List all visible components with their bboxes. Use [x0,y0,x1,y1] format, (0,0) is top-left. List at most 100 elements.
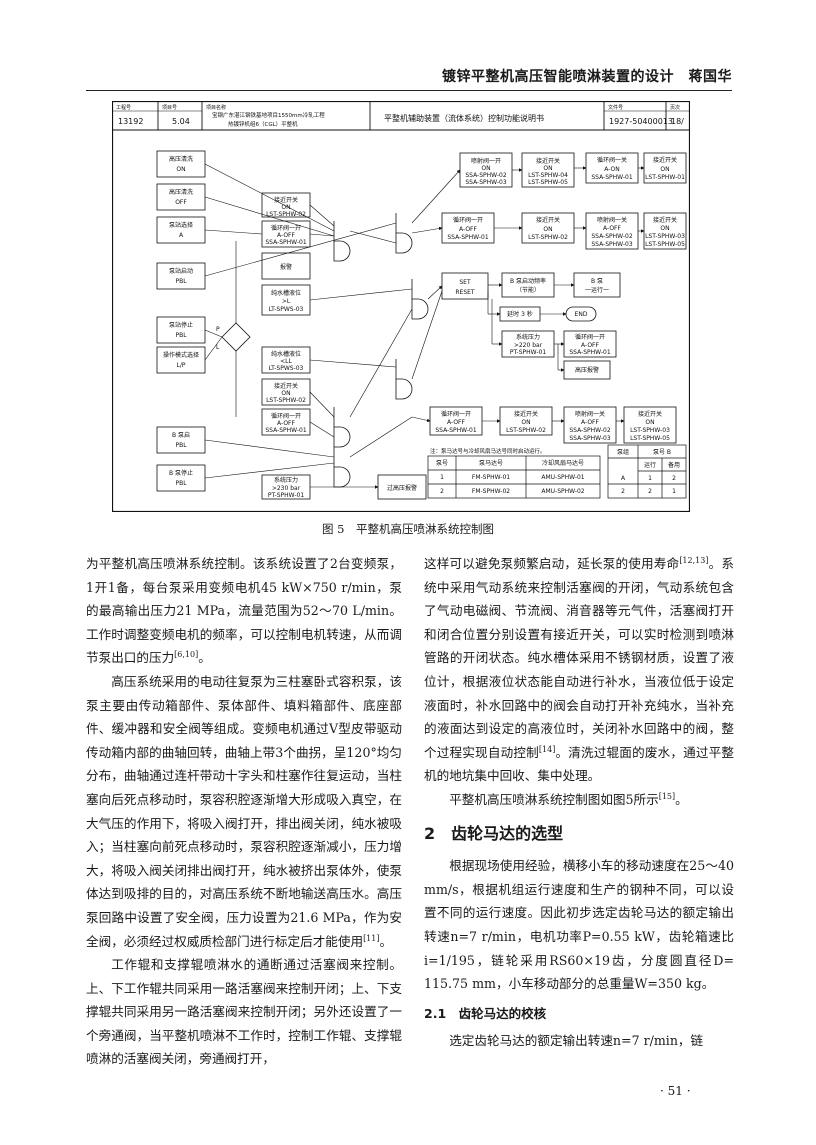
input-2-name: 泵站选择 [169,221,193,229]
pt-r1-c0: 2 [621,488,625,495]
mt-h2: 冷却风扇马达号 [542,459,584,467]
right-p1-end: 。清洗过辊面的废水，通过平整机的地坑集中回收、集中处理。 [424,744,735,784]
br-2-a: 喷射阀一关 [575,410,605,418]
high-pressure-alarm: 高压报警 [575,366,599,374]
r1-0-c: SSA-SPHW-02 [465,172,506,179]
r1-0-a: 喷射阀一开 [471,157,501,165]
r2-3-a: 接近开关 [653,216,677,224]
r2-2-b: A-OFF [603,225,621,232]
decision-p: P [216,326,220,333]
input-5-name: 操作模式选择 [163,351,199,359]
sp-a: 系统压力 [516,333,540,341]
tb-project-name-1: 宝钢广东湛江钢铁基地项目1550mm冷轧工程 [212,111,325,119]
r2-1-c: LST-SPHW-02 [528,234,568,241]
left-paragraph-3: 工作辊和支撑辊喷淋水的通断通过活塞阀来控制。上、下工作辊共同采用一路活塞阀来控制… [86,957,402,1067]
figure-caption: 图 5 平整机高压喷淋系统控制图 [322,522,494,536]
input-0-name: 高压清洗 [169,155,193,163]
tb-item-no: 5.04 [172,117,190,126]
r2-2-a: 喷射阀一关 [597,216,627,224]
tb-label-item: 项目号 [162,105,177,111]
mb-7-c: PT-SPHW-01 [268,492,305,499]
r1-2-c: SSA-SPHW-01 [591,174,632,181]
section-heading: 2 齿轮马达的选型 [424,823,564,843]
mb-6-c: SSA-SPHW-01 [265,427,306,434]
pump-start-b: （节能） [516,286,540,294]
cv-a: 循环阀一开 [575,333,605,341]
tb-project-no: 13192 [118,117,143,126]
tb-page: 18/ [671,117,684,126]
mt-r1-c2: AMU-SPHW-02 [541,488,584,495]
left-paragraph-2: 高压系统采用的电动往复泵为三柱塞卧式容积泵，该泵主要由传动箱部件、泵体部件、填料… [86,670,402,953]
left-p2-text: 高压系统采用的电动往复泵为三柱塞卧式容积泵，该泵主要由传动箱部件、泵体部件、填料… [86,673,402,949]
citation: [6,10] [174,650,199,660]
mt-r1-c0: 2 [440,488,444,495]
br-3-d: LST-SPHW-05 [630,435,670,442]
tb-doc-title: 平整机辅助装置（流体系统）控制功能说明书 [384,113,544,123]
input-2-state: A [179,232,184,239]
mt-r0-c1: FM-SPHW-01 [472,474,510,481]
r1-1-a: 接近开关 [536,157,560,165]
page-number: · 51 · [660,1084,691,1098]
header-rule [86,90,732,91]
decision-l: L [216,344,220,351]
mb-0-a: 接近开关 [274,196,298,204]
tb-label-doc: 文件号 [608,104,623,111]
mb-7-a: 系统压力 [274,476,298,484]
br-3-a: 接近开关 [638,410,662,418]
r1-0-b: ON [481,165,490,172]
mt-h0: 泵号 [436,460,448,467]
citation: [15] [658,791,676,801]
pt-h0: 泵组 [617,448,629,456]
input-1-name: 高压清洗 [169,188,193,196]
right-paragraph-2: 平整机高压喷淋系统控制图如图5所示[15]。 [424,788,734,812]
input-6-name: B 泵启 [172,431,190,439]
br-1-b: ON [521,419,530,426]
br-3-c: LST-SPHW-03 [630,427,670,434]
left-p1-end: 。 [198,650,211,666]
pt-h2: 备用 [668,461,680,469]
mb-1-c: SSA-SPHW-01 [265,239,306,246]
right-paragraph-1: 这样可以避免泵频繁启动，延长泵的使用寿命[12,13]。系统中采用气动系统来控制… [424,552,734,788]
left-paragraph-1: 为平整机高压喷淋系统控制。该系统设置了2台变频泵，1开1备，每台泵采用变频电机4… [86,552,402,670]
mb-2-a: 报警 [280,263,292,271]
pt-group: 泵号 B [653,449,671,456]
mb-3-c: LT-SPWS-03 [269,306,304,313]
input-1-state: OFF [175,199,187,206]
citation: [11] [363,933,380,943]
mb-0-c: LST-SPHW-02 [266,211,306,218]
br-2-b: A-OFF [581,419,599,426]
right-paragraph-4: 选定齿轮马达的额定输出转速n=7 r/min，链 [449,1033,704,1049]
pt-r0-c1: 1 [648,475,652,482]
r1-3-b: ON [660,166,669,173]
mb-4-b: <LL [280,358,292,365]
br-1-a: 接近开关 [514,410,538,418]
r1-2-a: 循环阀一关 [597,156,627,164]
br-0-c: SSA-SPHW-01 [435,427,476,434]
br-3-b: ON [645,419,654,426]
control-diagram: 工程号 项目号 项目名称 文件号 页次 13192 5.04 宝钢广东湛江钢铁基… [112,101,690,512]
r2-0-a: 循环阀一开 [453,216,483,224]
r2-0-c: SSA-SPHW-01 [447,234,488,241]
citation: [12,13] [679,555,709,565]
mb-5-b: ON [281,390,290,397]
pt-r0-c2: 2 [672,475,676,482]
mb-3-b: >L [282,298,291,305]
sp-b: >220 bar [514,342,543,349]
mt-r0-c2: AMU-SPHW-01 [541,474,584,481]
mt-r0-c0: 1 [440,474,444,481]
mb-7-b: >230 bar [272,485,301,492]
input-3-state: PBL [175,278,187,285]
r1-0-d: SSA-SPHW-03 [465,179,506,186]
right-column: 这样可以避免泵频繁启动，延长泵的使用寿命[12,13]。系统中采用气动系统来控制… [424,552,734,1053]
br-1-c: LST-SPHW-02 [506,427,546,434]
mt-h1: 泵马达号 [479,459,503,467]
r1-3-a: 接近开关 [653,156,677,164]
input-7-name: B 泵停止 [169,469,193,477]
mb-3-a: 纯水槽液位 [271,289,301,297]
br-0-b: A-OFF [447,419,465,426]
left-column: 为平整机高压喷淋系统控制。该系统设置了2台变频泵，1开1备，每台泵采用变频电机4… [86,552,402,1071]
mb-0-b: ON [281,204,290,211]
r1-1-c: LST-SPHW-04 [528,172,568,179]
tb-project-name-2: 热镀锌机组6（CGL）平整机 [228,120,298,128]
r1-1-d: LST-SPHW-05 [528,179,568,186]
